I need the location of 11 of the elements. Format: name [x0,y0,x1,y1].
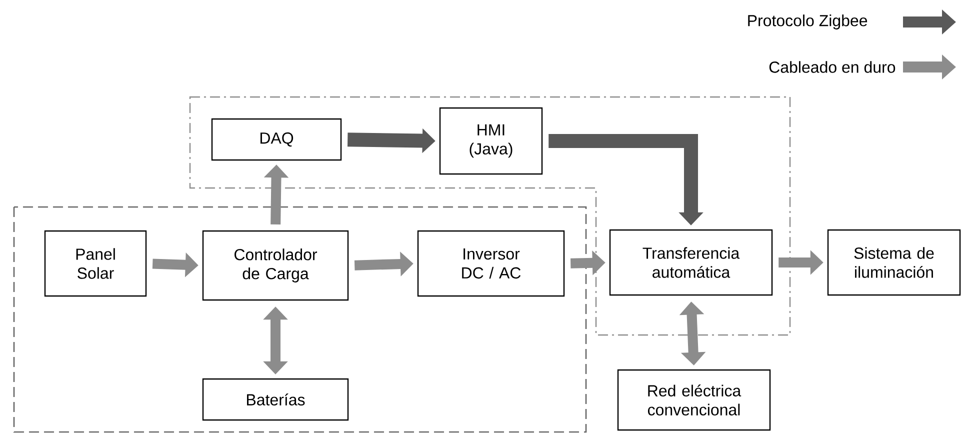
process-box: Panel Solar [44,230,147,297]
process-box: Baterías [202,378,349,421]
process-box: Inversor DC / AC [417,230,565,297]
process-box: Sistema de iluminación [827,229,961,296]
process-box: Red eléctrica convencional [617,369,771,431]
process-box: HMI (Java) [439,107,543,175]
legend-label: Protocolo Zigbee [748,14,868,30]
process-box: DAQ [211,118,342,161]
legend-label: Cableado en duro [769,61,896,73]
process-box: Controlador de Carga [202,230,349,301]
process-box: Transferencia automática [609,229,773,296]
